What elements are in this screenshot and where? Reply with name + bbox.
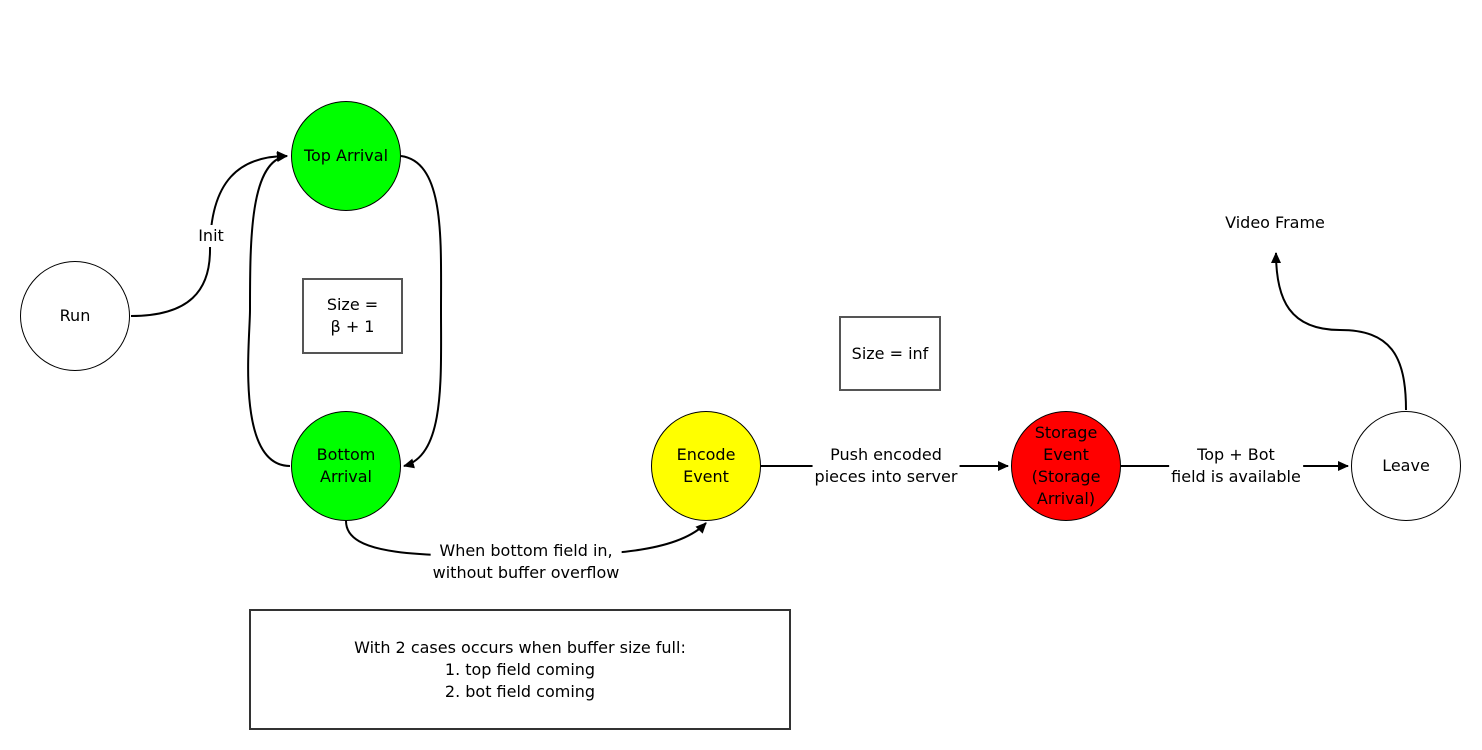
encode-event-node: Encode Event <box>651 411 761 521</box>
edge-label-init: Init <box>196 225 226 247</box>
storage-size-box: Size = inf <box>839 316 941 391</box>
buffer-size-box: Size = β + 1 <box>302 278 403 354</box>
note-box: With 2 cases occurs when buffer size ful… <box>249 609 791 730</box>
edge-run-to-top-arrival <box>130 151 288 317</box>
edge-label-bottom-to-encode: When bottom field in, without buffer ove… <box>430 540 622 584</box>
bottom-arrival-node: Bottom Arrival <box>291 411 401 521</box>
edge-bottom-to-top-arrival <box>247 152 291 467</box>
top-arrival-node: Top Arrival <box>291 101 401 211</box>
edge-label-storage-to-leave: Top + Bot field is available <box>1169 444 1303 488</box>
storage-event-node: Storage Event (Storage Arrival) <box>1011 411 1121 521</box>
run-node: Run <box>20 261 130 371</box>
video-frame-label: Video Frame <box>1225 213 1325 232</box>
edge-leave-to-video-frame <box>1271 252 1407 411</box>
leave-node: Leave <box>1351 411 1461 521</box>
edge-label-encode-to-storage: Push encoded pieces into server <box>812 444 960 488</box>
edge-top-to-bottom-arrival <box>400 155 443 469</box>
